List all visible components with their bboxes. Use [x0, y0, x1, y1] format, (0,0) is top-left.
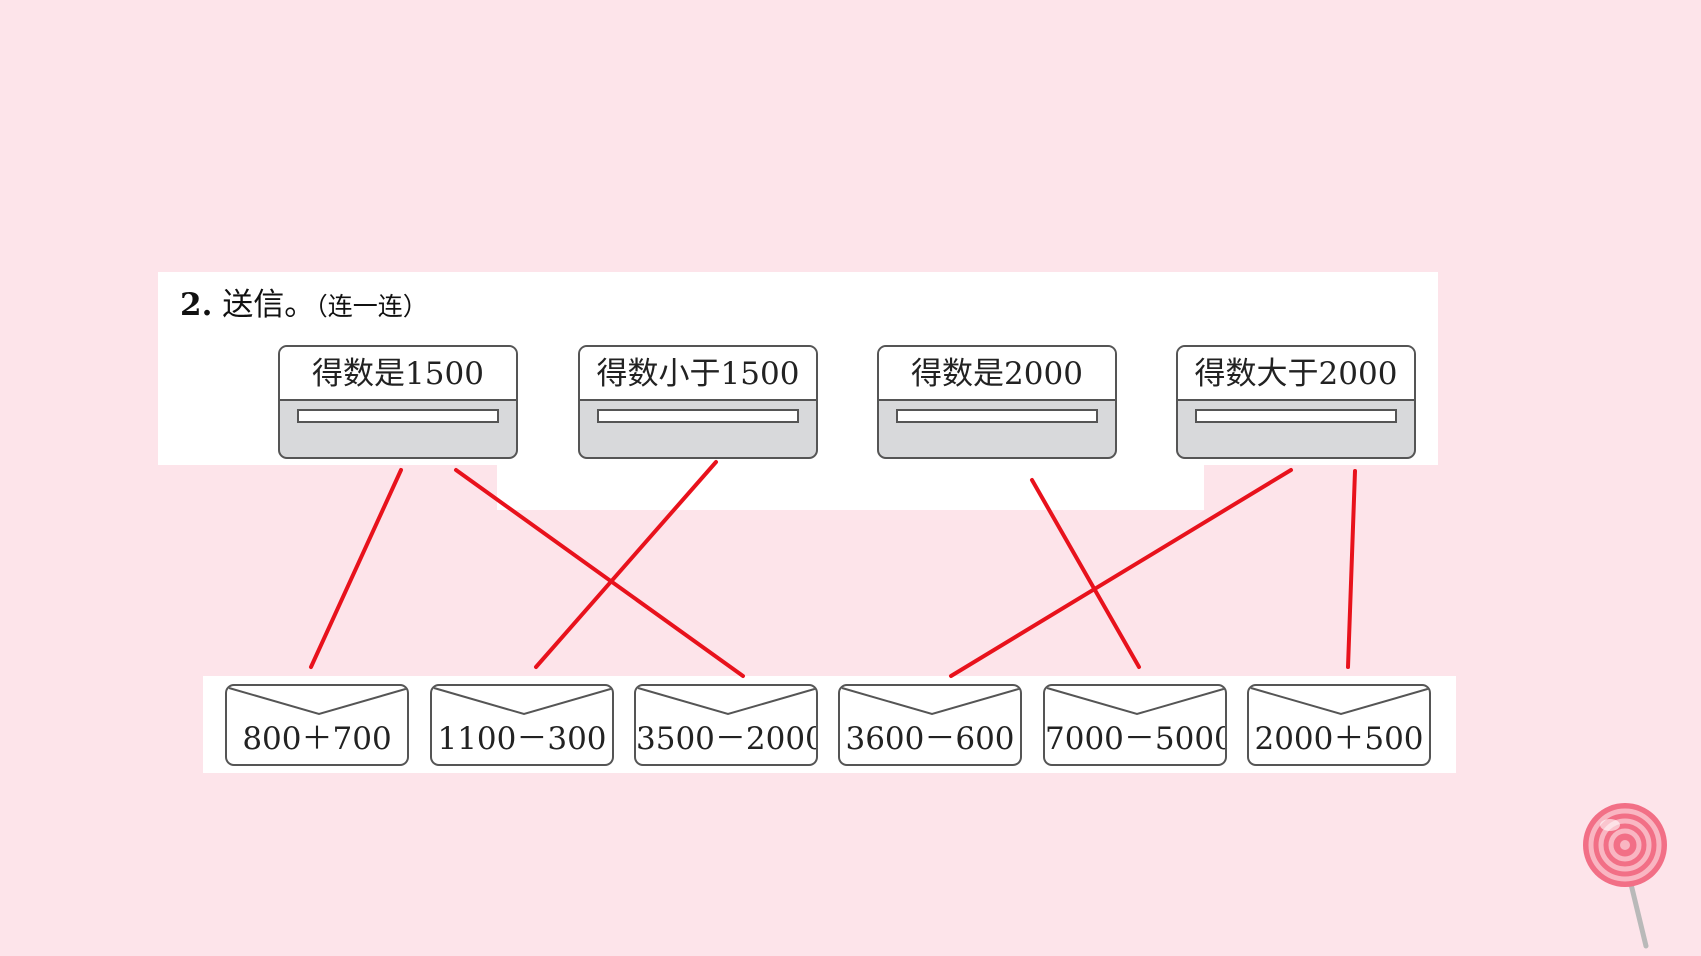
- mail-slot: [1195, 409, 1397, 423]
- mailbox-3[interactable]: 得数是2000: [877, 345, 1117, 459]
- envelope-flap-icon: [433, 687, 612, 716]
- envelope-flap-icon: [637, 687, 816, 716]
- mailbox-label: 得数小于1500: [580, 347, 816, 401]
- envelope-flap-icon: [1046, 687, 1225, 716]
- connection-line: [1030, 478, 1141, 669]
- envelope-label: 3600－600: [845, 721, 1015, 757]
- connection-line: [309, 468, 403, 669]
- mailbox-label: 得数是2000: [879, 347, 1115, 401]
- connection-line: [1346, 469, 1357, 669]
- mailbox-label: 得数是1500: [280, 347, 516, 401]
- envelope-2[interactable]: 1100－300: [430, 684, 614, 766]
- question-panel-extension: [497, 465, 1204, 510]
- mailbox-label: 得数大于2000: [1178, 347, 1414, 401]
- mailbox-2[interactable]: 得数小于1500: [578, 345, 818, 459]
- envelope-label: 1100－300: [437, 721, 607, 757]
- envelope-5[interactable]: 7000－5000: [1043, 684, 1227, 766]
- question-instruction: （连一连）: [315, 292, 428, 321]
- connection-line: [949, 468, 1293, 678]
- mail-slot: [597, 409, 799, 423]
- envelope-flap-icon: [841, 687, 1020, 716]
- connection-line: [454, 468, 745, 678]
- question-number: 2.: [180, 287, 213, 323]
- question-title: 2. 送信。（连一连）: [180, 279, 428, 324]
- envelope-label: 3500－2000: [636, 721, 818, 757]
- envelope-label: 7000－5000: [1045, 721, 1227, 757]
- lollipop-icon: [1583, 803, 1667, 949]
- envelope-6[interactable]: 2000＋500: [1247, 684, 1431, 766]
- envelope-flap-icon: [228, 687, 407, 716]
- mail-slot: [896, 409, 1098, 423]
- connection-line: [534, 460, 718, 669]
- mailbox-1[interactable]: 得数是1500: [278, 345, 518, 459]
- envelope-label: 2000＋500: [1254, 721, 1424, 757]
- mail-slot: [297, 409, 499, 423]
- mailbox-4[interactable]: 得数大于2000: [1176, 345, 1416, 459]
- envelope-1[interactable]: 800＋700: [225, 684, 409, 766]
- envelope-label: 800＋700: [242, 721, 392, 757]
- question-heading: 送信。: [222, 287, 316, 323]
- envelope-flap-icon: [1250, 687, 1429, 716]
- envelope-4[interactable]: 3600－600: [838, 684, 1022, 766]
- envelope-3[interactable]: 3500－2000: [634, 684, 818, 766]
